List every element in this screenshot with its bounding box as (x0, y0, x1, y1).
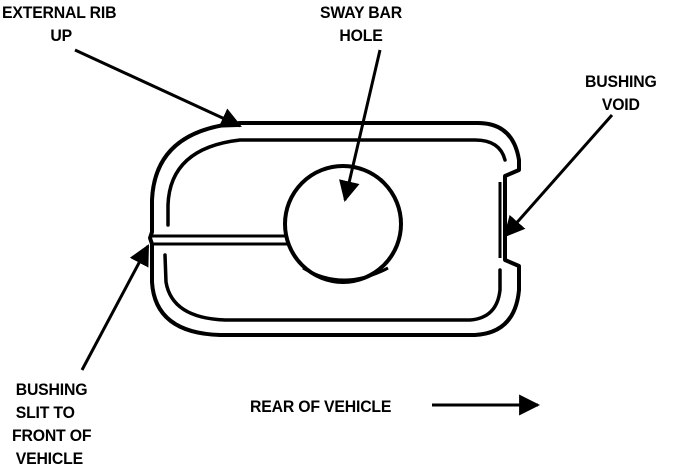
sway-bar-hole-label-line2: HOLE (339, 26, 383, 45)
bushing-slit-label-line1: BUSHING (15, 380, 88, 399)
sway-bar-hole-shadow (302, 266, 389, 282)
bushing-void-label-line2: VOID (601, 95, 640, 114)
rear-of-vehicle-text: REAR OF VEHICLE (250, 397, 392, 416)
bushing-outer-outline (148, 121, 521, 337)
bushing-slit-label: BUSHING SLIT TO FRONT OF VEHICLE (12, 378, 91, 470)
sway-bar-hole-label: SWAY BAR HOLE (320, 1, 402, 47)
bushing-void-label: BUSHING VOID (585, 70, 657, 116)
external-rib-leader (74, 48, 242, 128)
bushing-slit-leader (80, 244, 150, 371)
external-rib-label: EXTERNAL RIB UP (2, 1, 117, 47)
bushing-rib-outline (163, 138, 507, 322)
external-rib-label-line1: EXTERNAL RIB (2, 3, 117, 22)
bushing-slit-label-line4: VEHICLE (15, 449, 83, 468)
bushing-slit-label-line3: FRONT OF (12, 426, 92, 445)
bushing-void-leader (503, 114, 614, 238)
bushing-slit-label-line2: SLIT TO (15, 403, 75, 422)
sway-bar-hole-label-line1: SWAY BAR (320, 3, 402, 22)
sway-bar-hole-leader (339, 49, 382, 203)
sway-bar-hole (283, 164, 403, 284)
bushing-void-label-line1: BUSHING (585, 72, 657, 91)
rear-of-vehicle-label: REAR OF VEHICLE (250, 395, 391, 418)
external-rib-label-line2: UP (50, 26, 72, 45)
